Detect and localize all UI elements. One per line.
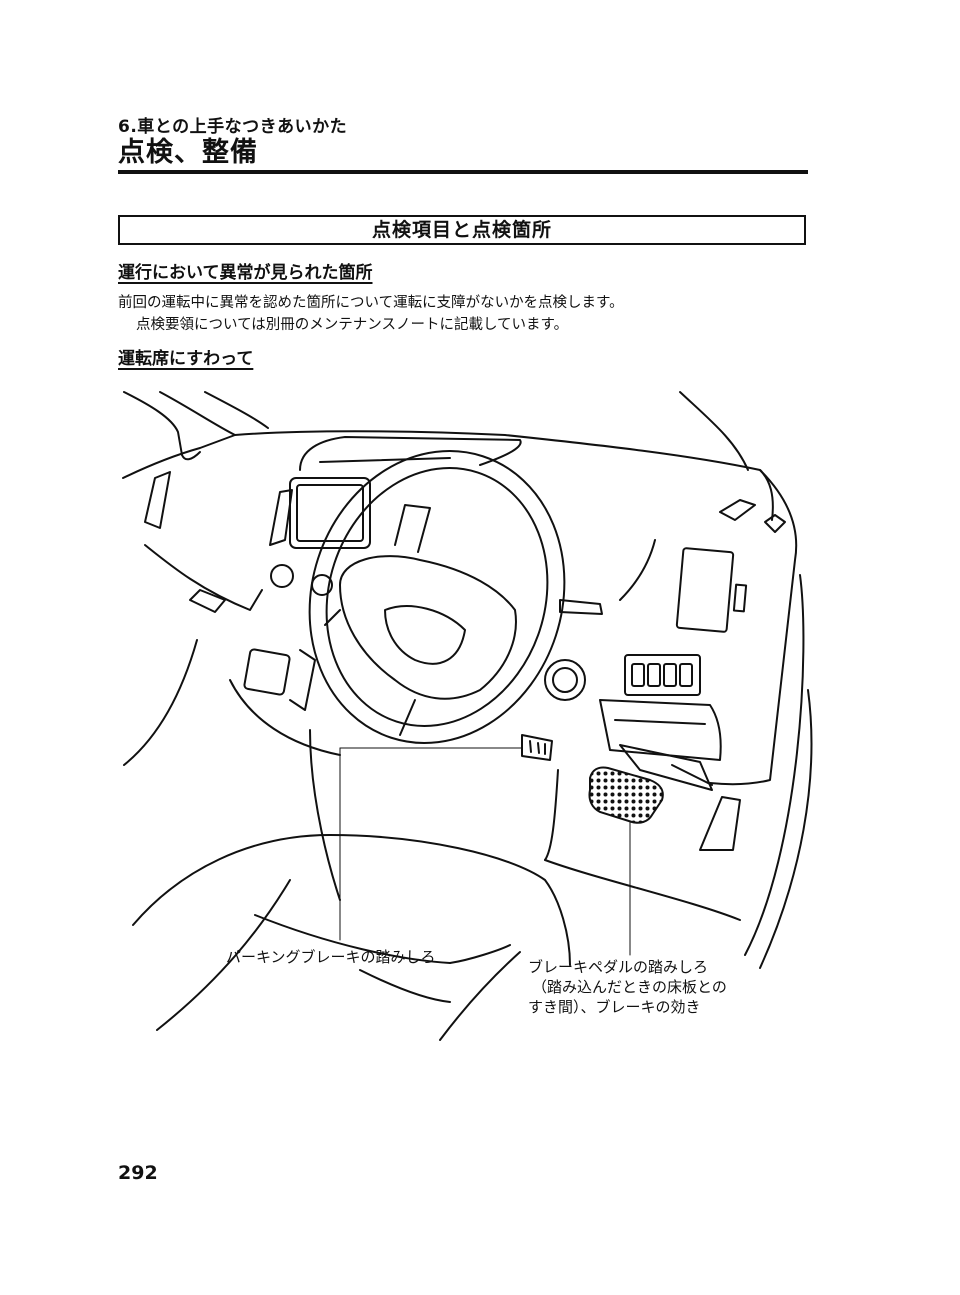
- left-air-vent: [144, 471, 171, 529]
- title-rule: [118, 170, 808, 174]
- body-paragraph-1: 前回の運転中に異常を認めた箇所について運転に支障がないかを点検します。: [118, 295, 624, 311]
- ignition-switch: [544, 659, 586, 701]
- section-heading-box: 点検項目と点検箇所: [118, 215, 806, 245]
- callout-brake-line-1: ブレーキペダルの踏みしろ: [528, 958, 709, 976]
- brake-pedal: [588, 766, 664, 824]
- page-number: 292: [118, 1162, 158, 1184]
- subheading-driver-seat: 運転席にすわって: [118, 349, 254, 369]
- callout-brake-line-3: すき間）、ブレーキの効き: [528, 998, 701, 1016]
- callout-parking-brake: パーキングブレーキの踏みしろ: [226, 948, 436, 966]
- parking-brake-pedal: [521, 734, 553, 761]
- chapter-label: 6.車との上手なつきあいかた: [118, 117, 348, 137]
- switch-panel: [624, 654, 701, 696]
- callout-brake-line-2: （踏み込んだときの床板との: [532, 978, 727, 996]
- left-pillar-line: [123, 391, 183, 456]
- right-upper-panel: [675, 547, 735, 633]
- steering-hub: [339, 555, 517, 700]
- body-paragraph-2: 点検要領については別冊のメンテナンスノートに記載しています。: [136, 317, 569, 333]
- center-display: [289, 477, 371, 549]
- page-title: 点検、整備: [118, 137, 258, 168]
- driver-seat: [132, 834, 571, 966]
- subheading-abnormal-spots: 運行において異常が見られた箇所: [118, 263, 373, 283]
- steering-wheel: [308, 450, 566, 744]
- lower-left-panel: [243, 648, 291, 696]
